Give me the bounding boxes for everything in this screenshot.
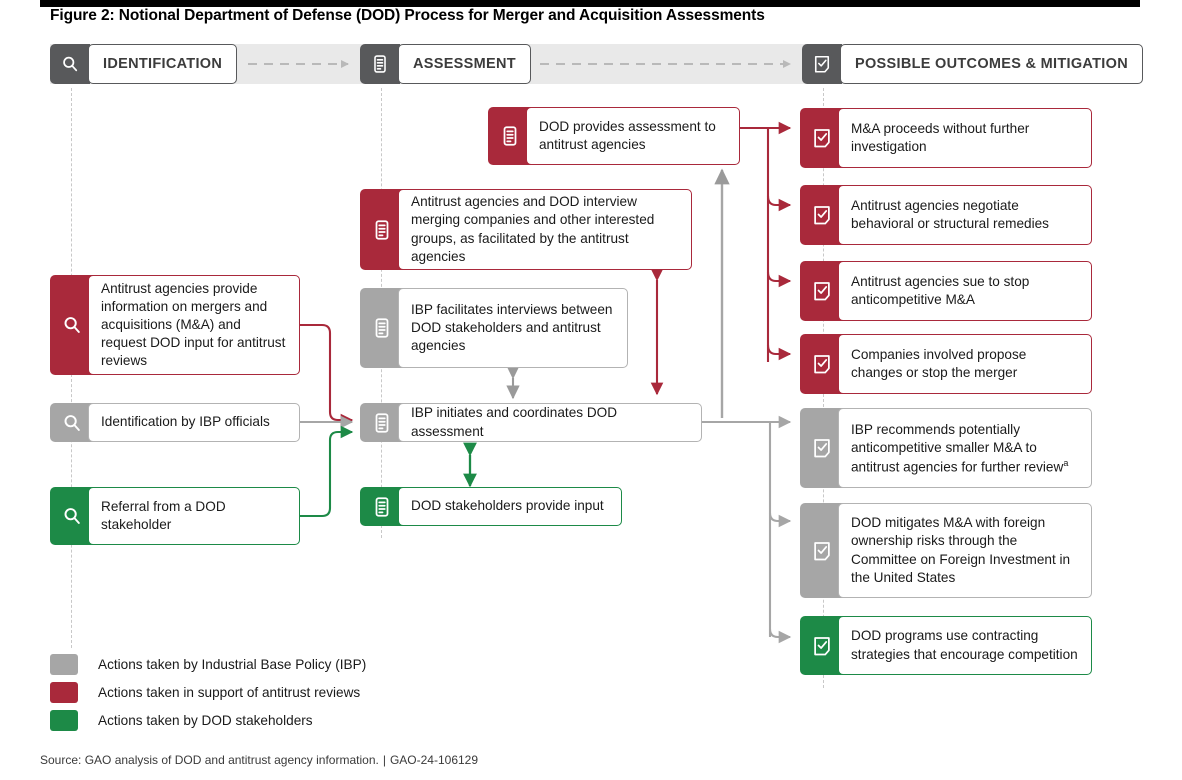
legend-swatch-gray	[50, 653, 78, 675]
connector-trunk-red-to-companies	[766, 344, 792, 361]
node-identification-ibp[interactable]: Identification by IBP officials	[50, 403, 300, 442]
node-text: Antitrust agencies negotiate behavioral …	[838, 185, 1092, 245]
footnote-marker: a	[1063, 458, 1069, 469]
header-arrow-assessment-to-outcomes	[540, 60, 791, 68]
node-ibp-recommends-smaller-ma[interactable]: IBP recommends potentially anticompetiti…	[800, 408, 1092, 488]
node-dod-mitigates-foreign-ownership[interactable]: DOD mitigates M&A with foreign ownership…	[800, 503, 1092, 598]
node-text: Referral from a DOD stakeholder	[88, 487, 300, 545]
phase-header-outcomes[interactable]: POSSIBLE OUTCOMES & MITIGATION	[802, 44, 1143, 84]
legend-label: Actions taken in support of antitrust re…	[98, 684, 361, 700]
clipboard-check-icon	[800, 334, 844, 394]
legend: Actions taken by Industrial Base Policy …	[50, 650, 366, 734]
node-text: DOD stakeholders provide input	[398, 487, 622, 526]
connector-trunk-red-to-negotiate	[766, 195, 792, 212]
node-antitrust-dod-interview[interactable]: Antitrust agencies and DOD interview mer…	[360, 189, 692, 270]
clipboard-check-icon	[800, 408, 844, 488]
node-dod-provides-assessment[interactable]: DOD provides assessment to antitrust age…	[488, 107, 740, 165]
node-text: Antitrust agencies provide information o…	[88, 275, 300, 375]
document-icon	[488, 107, 532, 165]
legend-swatch-green	[50, 709, 78, 731]
phase-header-assessment[interactable]: ASSESSMENT	[360, 44, 531, 84]
source-text: Source: GAO analysis of DOD and antitrus…	[40, 753, 379, 767]
report-id: GAO-24-106129	[389, 753, 479, 767]
document-icon	[360, 403, 404, 442]
node-ibp-initiates-coordinates[interactable]: IBP initiates and coordinates DOD assess…	[360, 403, 702, 442]
clipboard-check-icon	[800, 503, 844, 598]
figure-title: Figure 2: Notional Department of Defense…	[50, 7, 765, 24]
document-icon	[360, 44, 400, 84]
legend-swatch-red	[50, 681, 78, 703]
document-icon	[360, 487, 404, 526]
magnifier-icon	[50, 403, 94, 442]
legend-label: Actions taken by Industrial Base Policy …	[98, 656, 367, 672]
node-text: DOD provides assessment to antitrust age…	[526, 107, 740, 165]
node-text: Identification by IBP officials	[88, 403, 300, 442]
legend-label: Actions taken by DOD stakeholders	[98, 712, 313, 728]
node-negotiate-remedies[interactable]: Antitrust agencies negotiate behavioral …	[800, 185, 1092, 245]
node-companies-propose-changes[interactable]: Companies involved propose changes or st…	[800, 334, 1092, 394]
node-sue-to-stop[interactable]: Antitrust agencies sue to stop anticompe…	[800, 261, 1092, 321]
connector-antitrust-info-to-ibp-initiates	[300, 323, 354, 427]
document-icon	[360, 288, 404, 368]
magnifier-icon	[50, 44, 90, 84]
node-ibp-facilitates-interviews[interactable]: IBP facilitates interviews between DOD s…	[360, 288, 628, 368]
node-ma-proceeds[interactable]: M&A proceeds without further investigati…	[800, 108, 1092, 168]
phase-header-identification[interactable]: IDENTIFICATION	[50, 44, 238, 84]
node-text: Antitrust agencies sue to stop anticompe…	[838, 261, 1092, 321]
connector-trunk-red-to-sue	[766, 271, 792, 288]
node-text: IBP recommends potentially anticompetiti…	[851, 422, 1064, 475]
phase-label-outcomes: POSSIBLE OUTCOMES & MITIGATION	[840, 44, 1143, 84]
top-rule	[40, 0, 1140, 7]
connector-trunk-gray-to-dod-mitigates	[768, 512, 792, 528]
connector-referral-to-ibp-initiates	[300, 425, 354, 518]
node-text: DOD mitigates M&A with foreign ownership…	[838, 503, 1092, 598]
magnifier-icon	[50, 487, 94, 545]
node-referral-dod-stakeholder[interactable]: Referral from a DOD stakeholder	[50, 487, 300, 545]
phase-label-assessment: ASSESSMENT	[398, 44, 531, 84]
legend-item-dod: Actions taken by DOD stakeholders	[50, 706, 366, 734]
clipboard-check-icon	[800, 616, 844, 675]
node-text: M&A proceeds without further investigati…	[838, 108, 1092, 168]
node-dod-stakeholders-provide-input[interactable]: DOD stakeholders provide input	[360, 487, 622, 526]
node-contracting-strategies[interactable]: DOD programs use contracting strategies …	[800, 616, 1092, 675]
document-icon	[360, 189, 404, 270]
node-text: DOD programs use contracting strategies …	[838, 616, 1092, 675]
source-separator: |	[382, 753, 386, 767]
source-line: Source: GAO analysis of DOD and antitrus…	[40, 753, 478, 767]
node-text: IBP initiates and coordinates DOD assess…	[398, 403, 702, 442]
node-text: Companies involved propose changes or st…	[838, 334, 1092, 394]
phase-label-identification: IDENTIFICATION	[88, 44, 238, 84]
clipboard-check-icon	[800, 261, 844, 321]
clipboard-check-icon	[800, 108, 844, 168]
header-arrow-identification-to-assessment	[248, 60, 349, 68]
legend-item-antitrust: Actions taken in support of antitrust re…	[50, 678, 366, 706]
legend-item-ibp: Actions taken by Industrial Base Policy …	[50, 650, 366, 678]
node-antitrust-provide-info[interactable]: Antitrust agencies provide information o…	[50, 275, 300, 375]
magnifier-icon	[50, 275, 94, 375]
node-text: Antitrust agencies and DOD interview mer…	[398, 189, 692, 270]
clipboard-check-icon	[802, 44, 842, 84]
node-text: IBP facilitates interviews between DOD s…	[398, 288, 628, 368]
clipboard-check-icon	[800, 185, 844, 245]
connector-trunk-gray-to-contracting	[768, 628, 792, 644]
